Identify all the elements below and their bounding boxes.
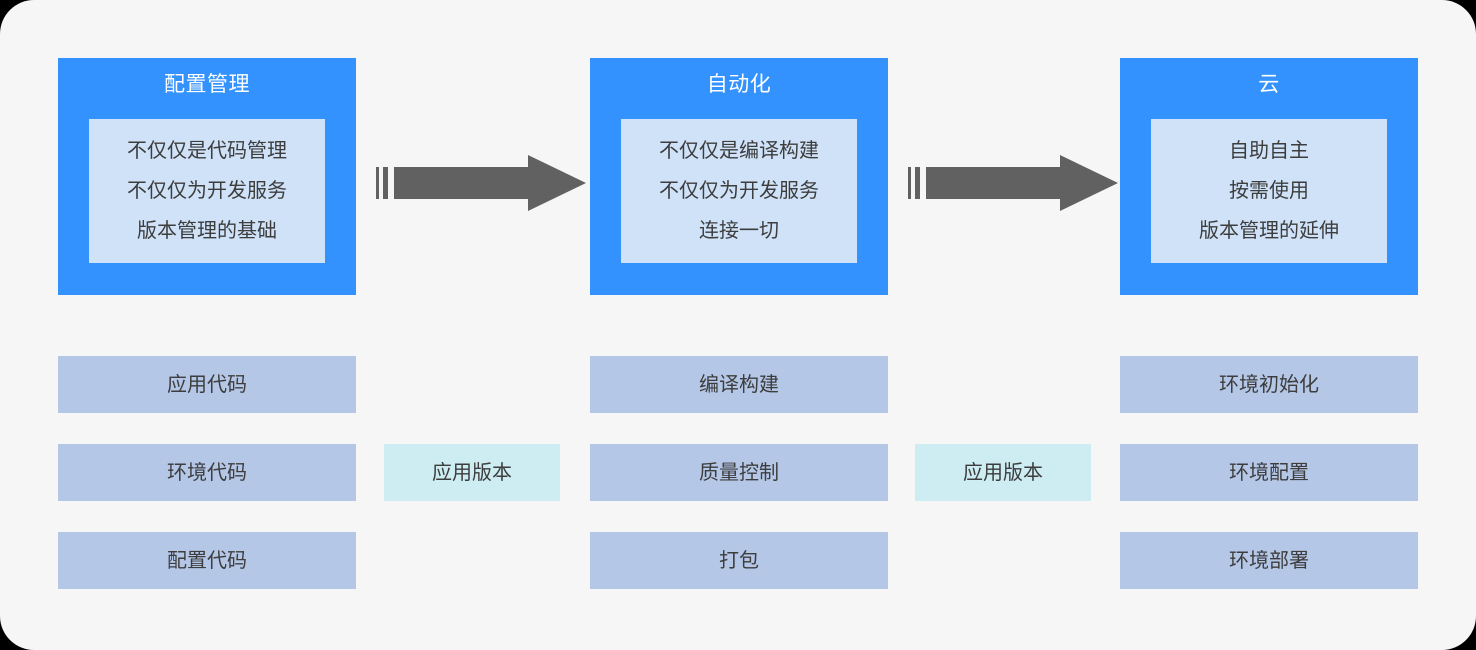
right-arrow-icon	[376, 155, 586, 211]
card-title: 云	[1258, 73, 1280, 96]
card-detail-line: 不仅仅为开发服务	[659, 180, 819, 202]
stage-box[interactable]: 应用代码	[58, 356, 356, 413]
stage-card-cloud[interactable]: 云 自助自主 按需使用 版本管理的延伸	[1120, 58, 1418, 295]
right-arrow-icon	[908, 155, 1118, 211]
card-detail-box: 自助自主 按需使用 版本管理的延伸	[1151, 119, 1387, 263]
stage-card-configuration-management[interactable]: 配置管理 不仅仅是代码管理 不仅仅为开发服务 版本管理的基础	[58, 58, 356, 295]
card-detail-box: 不仅仅是代码管理 不仅仅为开发服务 版本管理的基础	[89, 119, 325, 263]
card-title: 配置管理	[164, 73, 250, 96]
stage-box[interactable]: 环境配置	[1120, 444, 1418, 501]
card-detail-line: 连接一切	[699, 220, 779, 242]
card-detail-line: 不仅仅为开发服务	[127, 180, 287, 202]
version-box[interactable]: 应用版本	[384, 444, 560, 501]
stage-box-label: 质量控制	[699, 461, 779, 484]
stage-box-label: 应用代码	[167, 373, 247, 396]
stage-box[interactable]: 配置代码	[58, 532, 356, 589]
stage-card-automation[interactable]: 自动化 不仅仅是编译构建 不仅仅为开发服务 连接一切	[590, 58, 888, 295]
stage-box-label: 环境初始化	[1219, 373, 1319, 396]
card-detail-line: 自助自主	[1229, 140, 1309, 162]
card-detail-line: 不仅仅是编译构建	[659, 140, 819, 162]
card-detail-line: 版本管理的延伸	[1199, 220, 1339, 242]
card-title: 自动化	[706, 73, 772, 96]
card-detail-box: 不仅仅是编译构建 不仅仅为开发服务 连接一切	[621, 119, 857, 263]
card-detail-line: 版本管理的基础	[137, 220, 277, 242]
stage-box-label: 配置代码	[167, 549, 247, 572]
card-detail-line: 按需使用	[1229, 180, 1309, 202]
stage-box-label: 环境配置	[1229, 461, 1309, 484]
stage-box[interactable]: 环境部署	[1120, 532, 1418, 589]
stage-box-label: 编译构建	[699, 373, 779, 396]
stage-box[interactable]: 编译构建	[590, 356, 888, 413]
stage-box[interactable]: 质量控制	[590, 444, 888, 501]
stage-box[interactable]: 环境代码	[58, 444, 356, 501]
card-detail-line: 不仅仅是代码管理	[127, 140, 287, 162]
stage-box[interactable]: 环境初始化	[1120, 356, 1418, 413]
stage-box-label: 打包	[719, 549, 759, 572]
version-box-label: 应用版本	[963, 461, 1043, 484]
stage-box-label: 环境代码	[167, 461, 247, 484]
stage-box-label: 环境部署	[1229, 549, 1309, 572]
stage-box[interactable]: 打包	[590, 532, 888, 589]
version-box-label: 应用版本	[432, 461, 512, 484]
version-box[interactable]: 应用版本	[915, 444, 1091, 501]
